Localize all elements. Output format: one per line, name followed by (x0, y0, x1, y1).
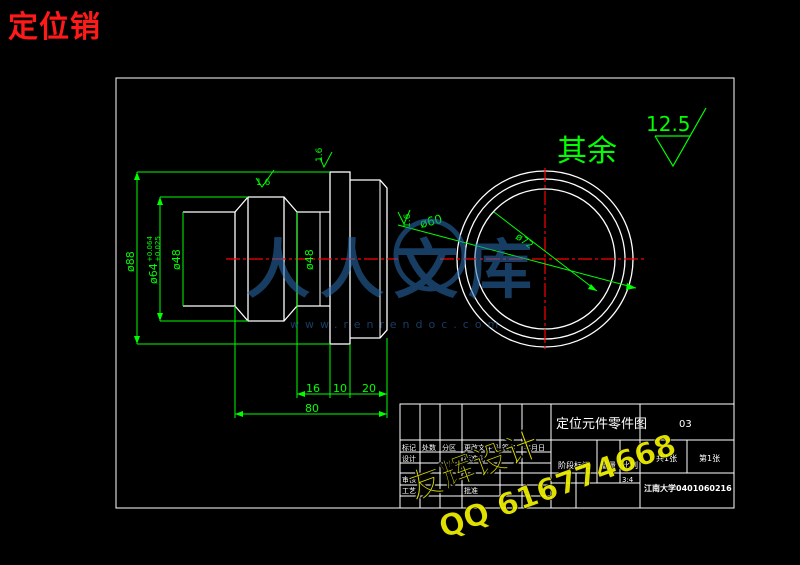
site-watermark-text: www.renrendoc.com (290, 318, 504, 331)
row-label-design: 设计 (402, 454, 416, 463)
finish-mark-3: 1.6 (403, 213, 413, 228)
weight-label: 重量 (600, 460, 616, 470)
dim-dia-64-tol-lower: +0.025 (154, 236, 162, 262)
scale-value: 3:4 (622, 476, 634, 484)
row-label-date: 年月日 (524, 443, 545, 452)
stage-mark-label: 阶段标记 (558, 460, 590, 470)
dimension-arrows (134, 172, 636, 417)
finish-mark-1: 1.6 (256, 178, 271, 188)
page-title: 定位销 (8, 10, 101, 45)
roughness-other-value: 12.5 (646, 112, 691, 136)
student-id: 江南大学0401060216 (644, 483, 732, 493)
row-label-change-doc: 更改文件号 (464, 443, 499, 452)
side-view (183, 171, 388, 345)
designer-watermark: 友辉设计 QQ 616774668 (403, 424, 681, 546)
drawing-number: 03 (679, 419, 692, 430)
row-label-mark: 标记 (402, 443, 416, 452)
row-label-signature: 签名 (502, 443, 516, 452)
dim-len-20: 20 (362, 382, 376, 395)
row-label-count: 处数 (422, 443, 436, 452)
roughness-other-label: 其余 (557, 134, 617, 169)
dim-len-16: 16 (306, 382, 320, 395)
dim-len-10: 10 (333, 382, 347, 395)
row-label-review: 审核 (402, 475, 416, 484)
dim-dia-64: ø64 (147, 263, 160, 284)
dim-dia-48-left: ø48 (170, 249, 183, 270)
finish-mark-2: 1.6 (315, 147, 325, 162)
dim-dia-88: ø88 (124, 251, 137, 272)
row-label-approve: 批准 (464, 486, 478, 495)
row-label-standard: 标准化 (464, 454, 485, 463)
title-block (399, 403, 735, 509)
sheet-number: 第1张 (699, 453, 720, 463)
row-label-zone: 分区 (442, 443, 456, 452)
dim-dia-48-mid: ø48 (303, 249, 316, 270)
part-name: 定位元件零件图 (556, 417, 647, 432)
roughness-symbol (654, 107, 707, 168)
surface-finish-symbols (255, 151, 411, 226)
dim-len-80: 80 (305, 402, 319, 415)
total-sheets: 共1张 (656, 454, 677, 463)
brand-watermark-text: 人人文库 (246, 234, 542, 308)
dim-dia-64-tol-upper: +0.064 (146, 236, 154, 262)
row-label-process: 工艺 (402, 487, 416, 495)
dimension-lines (136, 171, 637, 418)
brand-watermark: 人人文库 www.renrendoc.com (246, 218, 542, 331)
scale-label: 比例 (622, 460, 638, 470)
